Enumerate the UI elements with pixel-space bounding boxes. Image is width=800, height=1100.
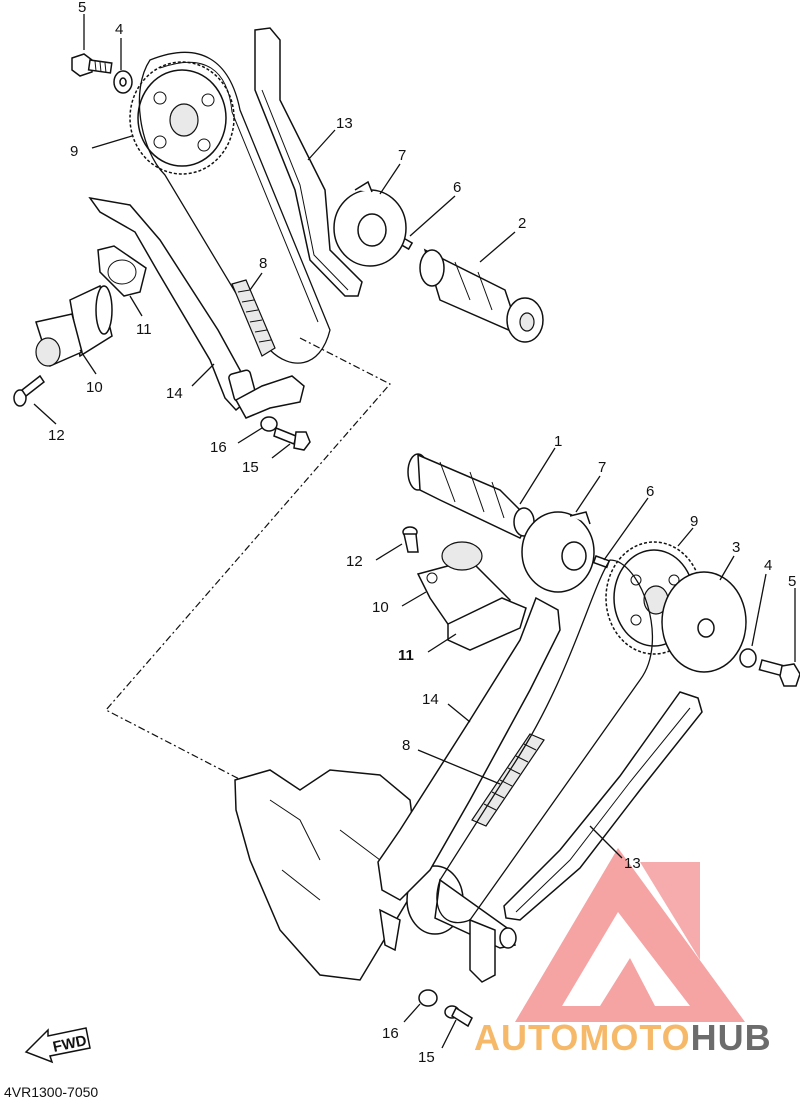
fwd-label: FWD bbox=[51, 1032, 88, 1056]
brand-part-2: HUB bbox=[690, 1017, 772, 1058]
lower-washer-16 bbox=[418, 989, 438, 1007]
callout-lower-10: 10 bbox=[372, 599, 389, 616]
upper-washer-4 bbox=[113, 70, 133, 94]
callout-lower-15: 15 bbox=[418, 1049, 435, 1066]
upper-timing-chain bbox=[138, 51, 331, 364]
upper-cam-chain-8 bbox=[231, 279, 276, 357]
callout-upper-8: 8 bbox=[259, 255, 267, 272]
lower-bolt-15 bbox=[444, 1005, 473, 1028]
lower-gasket-11 bbox=[447, 597, 527, 651]
upper-tensioner-guide-14 bbox=[88, 196, 249, 412]
lower-tensioner-guide-14 bbox=[377, 596, 561, 901]
callout-lower-3: 3 bbox=[732, 539, 740, 556]
upper-gasket-11 bbox=[97, 245, 147, 297]
callout-upper-13: 13 bbox=[336, 115, 353, 132]
callout-lower-8: 8 bbox=[402, 737, 410, 754]
upper-tensioner-10 bbox=[35, 284, 113, 368]
brand-part-1: AUTOMOTO bbox=[474, 1017, 691, 1058]
callout-upper-5: 5 bbox=[78, 0, 86, 16]
assembly-link-line bbox=[105, 337, 391, 783]
callout-upper-2: 2 bbox=[518, 215, 526, 232]
diagram-code: 4VR1300-7050 bbox=[4, 1084, 99, 1100]
lower-camshaft-1 bbox=[407, 453, 535, 539]
watermark-logo-icon bbox=[515, 848, 745, 1022]
callout-upper-15: 15 bbox=[242, 459, 259, 476]
callout-lower-7: 7 bbox=[598, 459, 606, 476]
lower-plate-3 bbox=[661, 571, 747, 673]
callout-lower-5: 5 bbox=[788, 573, 796, 590]
callout-lower-9: 9 bbox=[690, 513, 698, 530]
callout-upper-9: 9 bbox=[70, 143, 78, 160]
lower-decomp-cam-7 bbox=[521, 511, 595, 593]
lower-bolt-5 bbox=[758, 659, 800, 687]
callout-lower-12: 12 bbox=[346, 553, 363, 570]
callout-lower-1: 1 bbox=[554, 433, 562, 450]
lower-cam-chain-8 bbox=[471, 733, 545, 827]
callout-upper-11: 11 bbox=[136, 321, 152, 338]
lower-timing-chain bbox=[436, 559, 654, 924]
callout-upper-7: 7 bbox=[398, 147, 406, 164]
upper-bolt-15 bbox=[273, 426, 311, 451]
upper-bolt-5 bbox=[71, 53, 113, 77]
fwd-arrow-icon bbox=[24, 1027, 91, 1064]
callout-upper-12: 12 bbox=[48, 427, 65, 444]
callout-lower-4: 4 bbox=[764, 557, 772, 574]
upper-washer-16 bbox=[260, 416, 278, 432]
callout-lower-14: 14 bbox=[422, 691, 439, 708]
callout-lower-6: 6 bbox=[646, 483, 654, 500]
leader-lines bbox=[33, 14, 796, 1049]
upper-bolt-12 bbox=[13, 374, 46, 407]
crankshaft bbox=[234, 769, 517, 983]
lower-washer-4 bbox=[739, 648, 757, 668]
upper-decomp-cam-7 bbox=[333, 180, 407, 267]
callout-upper-14: 14 bbox=[166, 385, 183, 402]
callout-upper-6: 6 bbox=[453, 179, 461, 196]
callout-lower-16: 16 bbox=[382, 1025, 399, 1042]
upper-camshaft-2 bbox=[419, 248, 544, 343]
lower-chain-guide-13 bbox=[503, 691, 703, 921]
upper-chain-guide-13 bbox=[254, 27, 363, 297]
watermark-brand: AUTOMOTOHUB bbox=[474, 1017, 772, 1059]
callout-upper-16: 16 bbox=[210, 439, 227, 456]
callout-lower-13: 13 bbox=[624, 855, 641, 872]
callout-upper-4: 4 bbox=[115, 21, 123, 38]
callout-lower-11: 11 bbox=[398, 647, 414, 664]
callout-upper-10: 10 bbox=[86, 379, 103, 396]
lower-bolt-12 bbox=[402, 526, 419, 553]
upper-sprocket-9 bbox=[129, 61, 235, 175]
